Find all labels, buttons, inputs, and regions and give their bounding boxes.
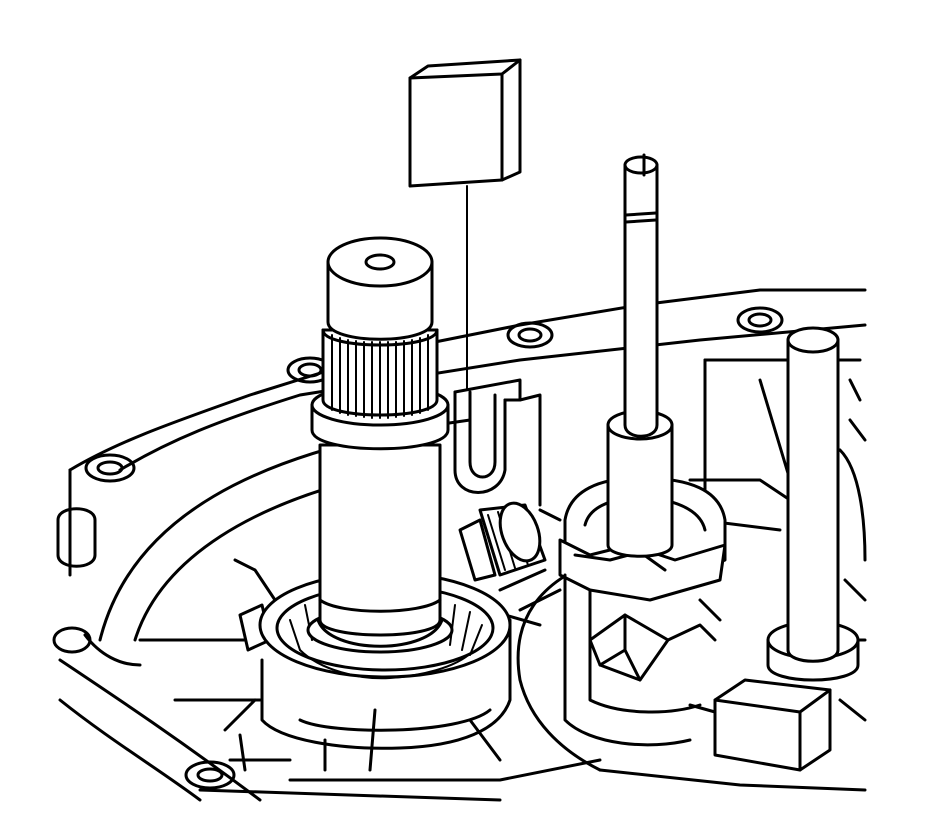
fitting (458, 501, 562, 582)
magnet-plate (408, 58, 522, 188)
interlock-block (688, 678, 832, 772)
case-flange (56, 288, 867, 802)
slotted-tab (453, 378, 542, 507)
input-shaft (310, 236, 450, 648)
shift-fork (558, 409, 727, 747)
shift-rod-right (766, 326, 860, 682)
bolt-holes (52, 306, 784, 790)
shift-rod-tall (623, 153, 659, 438)
